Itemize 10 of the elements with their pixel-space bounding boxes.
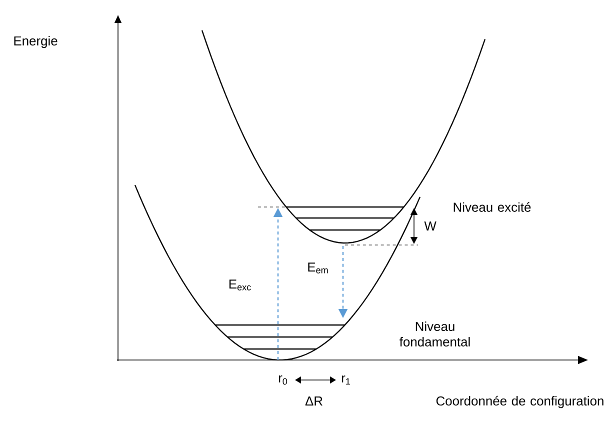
energy-gap-label: W bbox=[424, 222, 436, 230]
coordinate-label: r$_{0}$ bbox=[278, 375, 288, 385]
energy-label: E$_{exc}$ bbox=[229, 280, 251, 290]
level-label: Niveau excité bbox=[454, 202, 531, 212]
axis-label: Energie bbox=[14, 36, 58, 48]
axis-label: Coordonnée de configuration bbox=[436, 396, 604, 408]
coordinate-label: ΔR bbox=[305, 396, 322, 406]
coordinate-label: r$_{1}$ bbox=[342, 375, 350, 385]
energy-label: E$_{em}$ bbox=[308, 262, 328, 274]
level-label: Niveau fondamental bbox=[400, 322, 470, 346]
